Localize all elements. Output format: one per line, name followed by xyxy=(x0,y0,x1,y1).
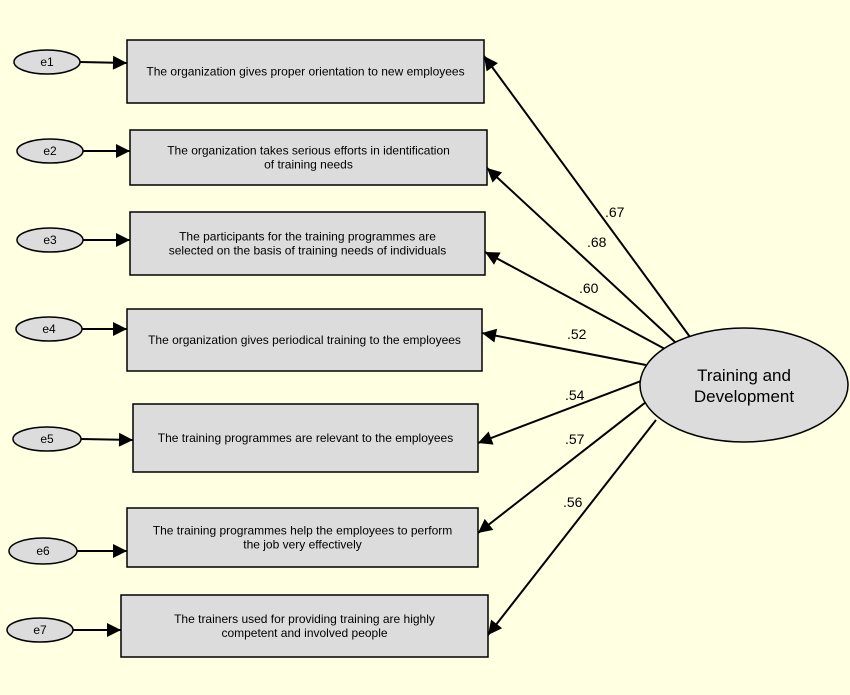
loading-value-1: .67 xyxy=(605,204,625,220)
indicator-text-7-line2: competent and involved people xyxy=(221,626,387,640)
indicator-text-1-line1: The organization gives proper orientatio… xyxy=(146,65,464,79)
loading-value-2: .68 xyxy=(587,234,607,250)
indicator-text-5-line1: The training programmes are relevant to … xyxy=(158,431,453,445)
loading-arrow-5 xyxy=(477,380,642,445)
indicator-box-6 xyxy=(126,507,479,568)
error-ellipse-e5 xyxy=(12,426,82,452)
indicator-text-4-line1: The organization gives periodical traini… xyxy=(148,333,461,347)
loading-value-7: .56 xyxy=(563,494,583,510)
indicator-text-3-line2: selected on the basis of training needs … xyxy=(169,244,447,258)
indicator-text-6-line2: the job very effectively xyxy=(243,538,362,552)
loading-arrow-7 xyxy=(487,419,657,636)
error-label-e6: e6 xyxy=(36,544,50,558)
error-arrow-e1 xyxy=(79,55,128,70)
indicator-text-7-line1: The trainers used for providing training… xyxy=(174,612,435,626)
error-ellipse-e2 xyxy=(16,138,84,164)
indicator-box-4 xyxy=(126,308,483,372)
indicator-box-1 xyxy=(126,39,485,104)
loading-arrow-3 xyxy=(484,251,666,350)
error-ellipse-e7 xyxy=(6,617,74,643)
error-ellipse-e3 xyxy=(16,227,84,253)
loading-arrow-1 xyxy=(483,55,691,338)
loading-value-5: .54 xyxy=(565,387,585,403)
indicator-box-3 xyxy=(129,211,486,276)
latent-label-line1: Training and xyxy=(697,366,791,385)
error-ellipse-e1 xyxy=(13,49,81,75)
indicator-box-7 xyxy=(120,594,489,658)
indicator-text-3-line1: The participants for the training progra… xyxy=(179,230,436,244)
loading-value-3: .60 xyxy=(579,280,599,296)
loading-value-4: .52 xyxy=(567,326,587,342)
error-ellipse-e6 xyxy=(8,537,78,565)
links-layer xyxy=(73,55,691,637)
error-label-e3: e3 xyxy=(43,233,57,247)
loading-value-6: .57 xyxy=(565,431,585,447)
error-label-e4: e4 xyxy=(42,322,56,336)
error-ellipse-e4 xyxy=(15,316,83,342)
loading-arrow-2 xyxy=(486,167,676,343)
latent-ellipse xyxy=(639,327,849,443)
error-label-e2: e2 xyxy=(43,144,57,158)
error-label-e1: e1 xyxy=(40,55,54,69)
error-label-e5: e5 xyxy=(40,432,54,446)
loading-arrow-6 xyxy=(477,401,647,534)
indicator-box-2 xyxy=(129,129,488,186)
loading-arrow-4 xyxy=(481,328,647,366)
indicator-text-6-line1: The training programmes help the employe… xyxy=(153,524,452,538)
indicator-box-5 xyxy=(132,403,479,473)
indicator-text-2-line1: The organization takes serious efforts i… xyxy=(167,144,450,158)
error-arrow-e5 xyxy=(80,432,134,447)
latent-label-line2: Development xyxy=(694,387,794,406)
error-label-e7: e7 xyxy=(33,623,47,637)
indicator-text-2-line2: of training needs xyxy=(264,158,353,172)
